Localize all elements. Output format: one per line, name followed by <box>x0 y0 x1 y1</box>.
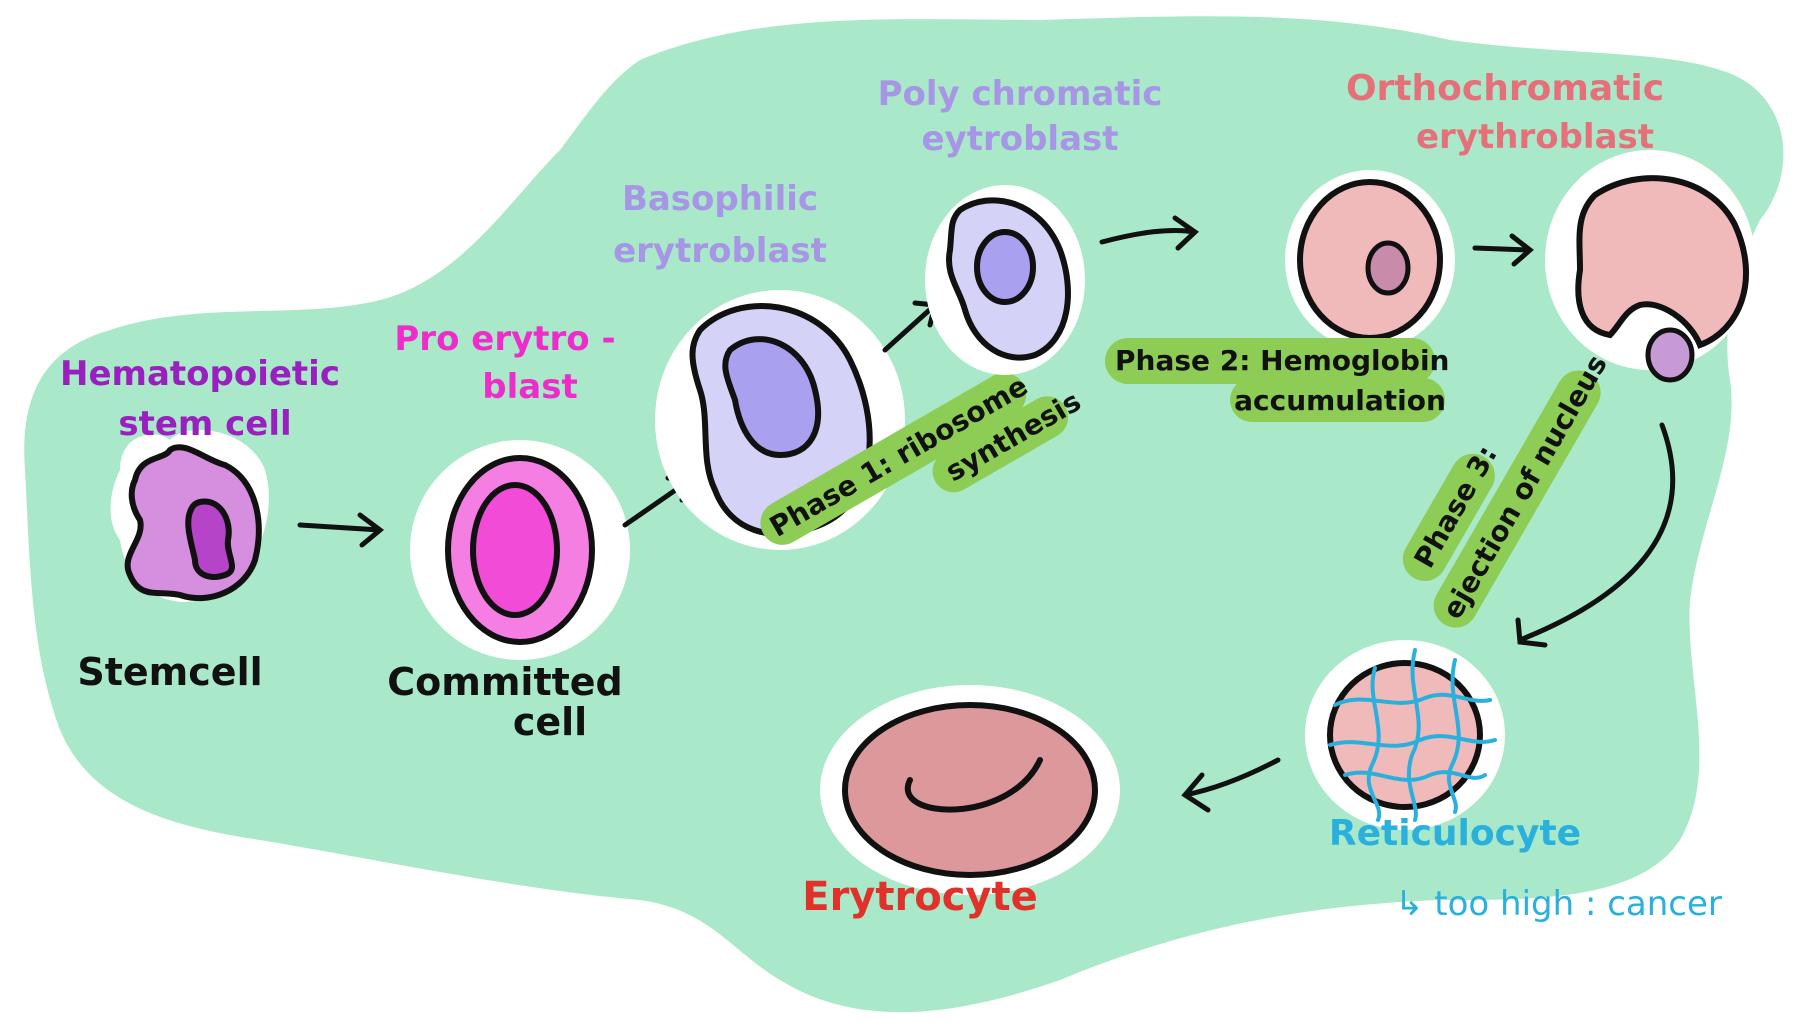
orthochromatic-title-line1: Orthochromatic <box>1346 68 1664 109</box>
orthochromatic-title-line2: erythroblast <box>1416 117 1654 157</box>
stem-cell-nucleus <box>188 502 232 577</box>
proerythroblast-title-line2: blast <box>482 367 577 407</box>
reticulocyte-title: Reticulocyte <box>1329 813 1581 854</box>
phase2-line2: accumulation <box>1234 384 1446 417</box>
reticulocyte-cell <box>1305 640 1505 830</box>
polychromatic-cell <box>925 185 1085 375</box>
stem-cell-title-line1: Hematopoietic <box>60 354 340 394</box>
erythrocyte-cell <box>820 685 1120 895</box>
reticulocyte-note: ↳ too high : cancer <box>1395 884 1722 924</box>
proerythroblast-caption-line2: cell <box>513 700 587 744</box>
stem-cell-title-line2: stem cell <box>118 404 291 444</box>
erythrocyte-body <box>845 705 1095 875</box>
stem-cell <box>111 430 269 602</box>
proerythroblast-nucleus <box>473 485 557 615</box>
orthochromatic-nucleus <box>1368 243 1408 293</box>
proerythroblast-caption-line1: Committed <box>387 660 623 704</box>
erythrocyte-title: Erytrocyte <box>802 874 1038 920</box>
proerythroblast-cell <box>410 440 630 660</box>
stem-cell-caption: Stemcell <box>77 650 262 694</box>
polychromatic-title-line1: Poly chromatic <box>878 74 1163 114</box>
polychromatic-title-line2: eytroblast <box>921 119 1118 159</box>
basophilic-title-line2: erytroblast <box>613 231 827 271</box>
basophilic-title-line1: Basophilic <box>622 179 818 219</box>
proerythroblast-title-line1: Pro erytro - <box>394 319 615 359</box>
polychromatic-nucleus <box>977 232 1033 302</box>
orthochromatic-cell <box>1285 170 1455 350</box>
phase2-line1: Phase 2: Hemoglobin <box>1115 344 1449 377</box>
ejected-nucleus <box>1648 330 1692 380</box>
